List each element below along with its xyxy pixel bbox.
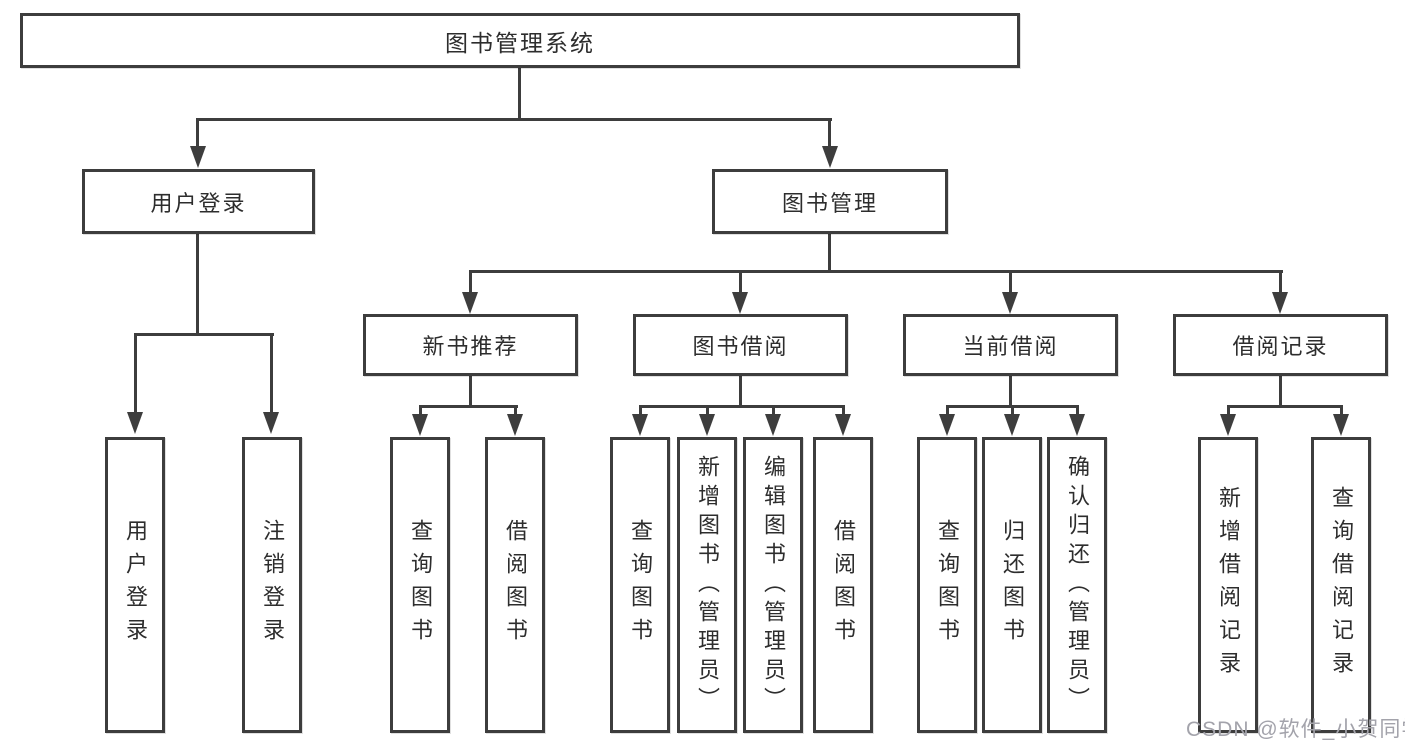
leaf-borrow-books-a: 借阅图书: [485, 437, 545, 733]
connector-level2-bar: [196, 118, 832, 121]
node-book-borrow-label: 图书借阅: [692, 334, 789, 359]
node-user-login: 用户登录: [82, 169, 315, 234]
arrowhead-add-record: [1220, 414, 1236, 436]
node-book-management: 图书管理: [712, 169, 948, 234]
arrowhead-confirm-return: [1069, 414, 1085, 436]
node-current-borrow: 当前借阅: [903, 314, 1118, 376]
leaf-query-books-c-label: 查询图书: [935, 519, 960, 651]
leaf-edit-book-admin-label: 编辑图书（管理员）: [761, 454, 786, 716]
watermark: CSDN @软件_小贺同学: [1186, 718, 1405, 741]
connector-stem-book-borrow: [739, 270, 742, 296]
connector-stem-add-record: [1227, 405, 1230, 417]
leaf-add-borrow-record-label: 新增借阅记录: [1216, 486, 1241, 684]
connector-stem-new-book: [469, 270, 472, 296]
leaf-confirm-return-admin: 确认归还（管理员）: [1047, 437, 1107, 733]
leaf-add-borrow-record: 新增借阅记录: [1198, 437, 1258, 733]
arrowhead-query-record: [1333, 414, 1349, 436]
connector-borrow-records-stem: [1279, 375, 1282, 408]
leaf-borrow-books-b-label: 借阅图书: [831, 519, 856, 651]
connector-new-book-bar: [419, 405, 518, 408]
arrowhead-borrow-books-b: [835, 414, 851, 436]
leaf-user-login: 用户登录: [105, 437, 165, 733]
connector-stem-leaf-logout: [270, 333, 273, 415]
arrowhead-return-book: [1004, 414, 1020, 436]
connector-stem-user-login: [196, 118, 199, 152]
node-new-book-recommend-label: 新书推荐: [422, 334, 519, 359]
leaf-borrow-books-a-label: 借阅图书: [503, 519, 528, 651]
node-borrow-records: 借阅记录: [1173, 314, 1388, 376]
connector-stem-edit-book: [772, 405, 775, 417]
leaf-query-borrow-record-label: 查询借阅记录: [1329, 486, 1354, 684]
connector-current-borrow-stem: [1009, 375, 1012, 408]
connector-stem-leaf-user-login: [134, 333, 137, 415]
arrowhead-current-borrow: [1002, 292, 1018, 314]
node-current-borrow-label: 当前借阅: [962, 334, 1059, 359]
connector-stem-query-books-c: [946, 405, 949, 417]
leaf-logout-label: 注销登录: [260, 519, 285, 651]
connector-stem-return-book: [1011, 405, 1014, 417]
connector-stem-borrow-books-b: [842, 405, 845, 417]
leaf-query-borrow-record: 查询借阅记录: [1311, 437, 1371, 733]
connector-stem-book-management: [828, 118, 831, 152]
leaf-query-books-a-label: 查询图书: [408, 519, 433, 651]
arrowhead-add-book: [699, 414, 715, 436]
arrowhead-borrow-books-a: [507, 414, 523, 436]
arrowhead-query-books-c: [939, 414, 955, 436]
node-book-borrow: 图书借阅: [633, 314, 848, 376]
leaf-logout: 注销登录: [242, 437, 302, 733]
connector-book-management-stem: [828, 233, 831, 273]
arrowhead-book-management: [822, 146, 838, 168]
leaf-confirm-return-admin-label: 确认归还（管理员）: [1065, 454, 1090, 716]
arrowhead-book-borrow: [732, 292, 748, 314]
connector-stem-query-record: [1340, 405, 1343, 417]
connector-user-login-stem: [196, 233, 199, 335]
leaf-query-books-b: 查询图书: [610, 437, 670, 733]
node-root-label: 图书管理系统: [445, 29, 595, 56]
arrowhead-query-books-a: [412, 414, 428, 436]
connector-stem-add-book: [706, 405, 709, 417]
arrowhead-query-books-b: [632, 414, 648, 436]
connector-book-borrow-stem: [739, 375, 742, 408]
leaf-edit-book-admin: 编辑图书（管理员）: [743, 437, 803, 733]
arrowhead-new-book: [462, 292, 478, 314]
leaf-add-book-admin: 新增图书（管理员）: [677, 437, 737, 733]
leaf-add-book-admin-label: 新增图书（管理员）: [695, 454, 720, 716]
node-root: 图书管理系统: [20, 13, 1020, 68]
leaf-borrow-books-b: 借阅图书: [813, 437, 873, 733]
arrowhead-leaf-user-login: [127, 412, 143, 434]
leaf-return-book-label: 归还图书: [1000, 519, 1025, 651]
arrowhead-user-login: [190, 146, 206, 168]
leaf-query-books-b-label: 查询图书: [628, 519, 653, 651]
connector-stem-query-books-a: [419, 405, 422, 417]
arrowhead-leaf-logout: [263, 412, 279, 434]
leaf-query-books-a: 查询图书: [390, 437, 450, 733]
leaf-query-books-c: 查询图书: [917, 437, 977, 733]
connector-level3-bar: [469, 270, 1283, 273]
node-new-book-recommend: 新书推荐: [363, 314, 578, 376]
connector-root-stem: [518, 68, 521, 120]
connector-new-book-stem: [469, 375, 472, 408]
node-user-login-label: 用户登录: [150, 190, 247, 216]
connector-stem-borrow-books-a: [514, 405, 517, 417]
connector-borrow-records-bar: [1227, 405, 1343, 408]
leaf-return-book: 归还图书: [982, 437, 1042, 733]
connector-stem-confirm-return: [1076, 405, 1079, 417]
node-borrow-records-label: 借阅记录: [1232, 334, 1329, 359]
leaf-user-login-label: 用户登录: [123, 519, 148, 651]
node-book-management-label: 图书管理: [781, 190, 878, 216]
arrowhead-borrow-records: [1272, 292, 1288, 314]
connector-stem-borrow-records: [1279, 270, 1282, 296]
arrowhead-edit-book: [765, 414, 781, 436]
connector-user-login-bar: [134, 333, 274, 336]
connector-stem-current-borrow: [1009, 270, 1012, 296]
connector-book-borrow-bar: [639, 405, 845, 408]
connector-stem-query-books-b: [639, 405, 642, 417]
